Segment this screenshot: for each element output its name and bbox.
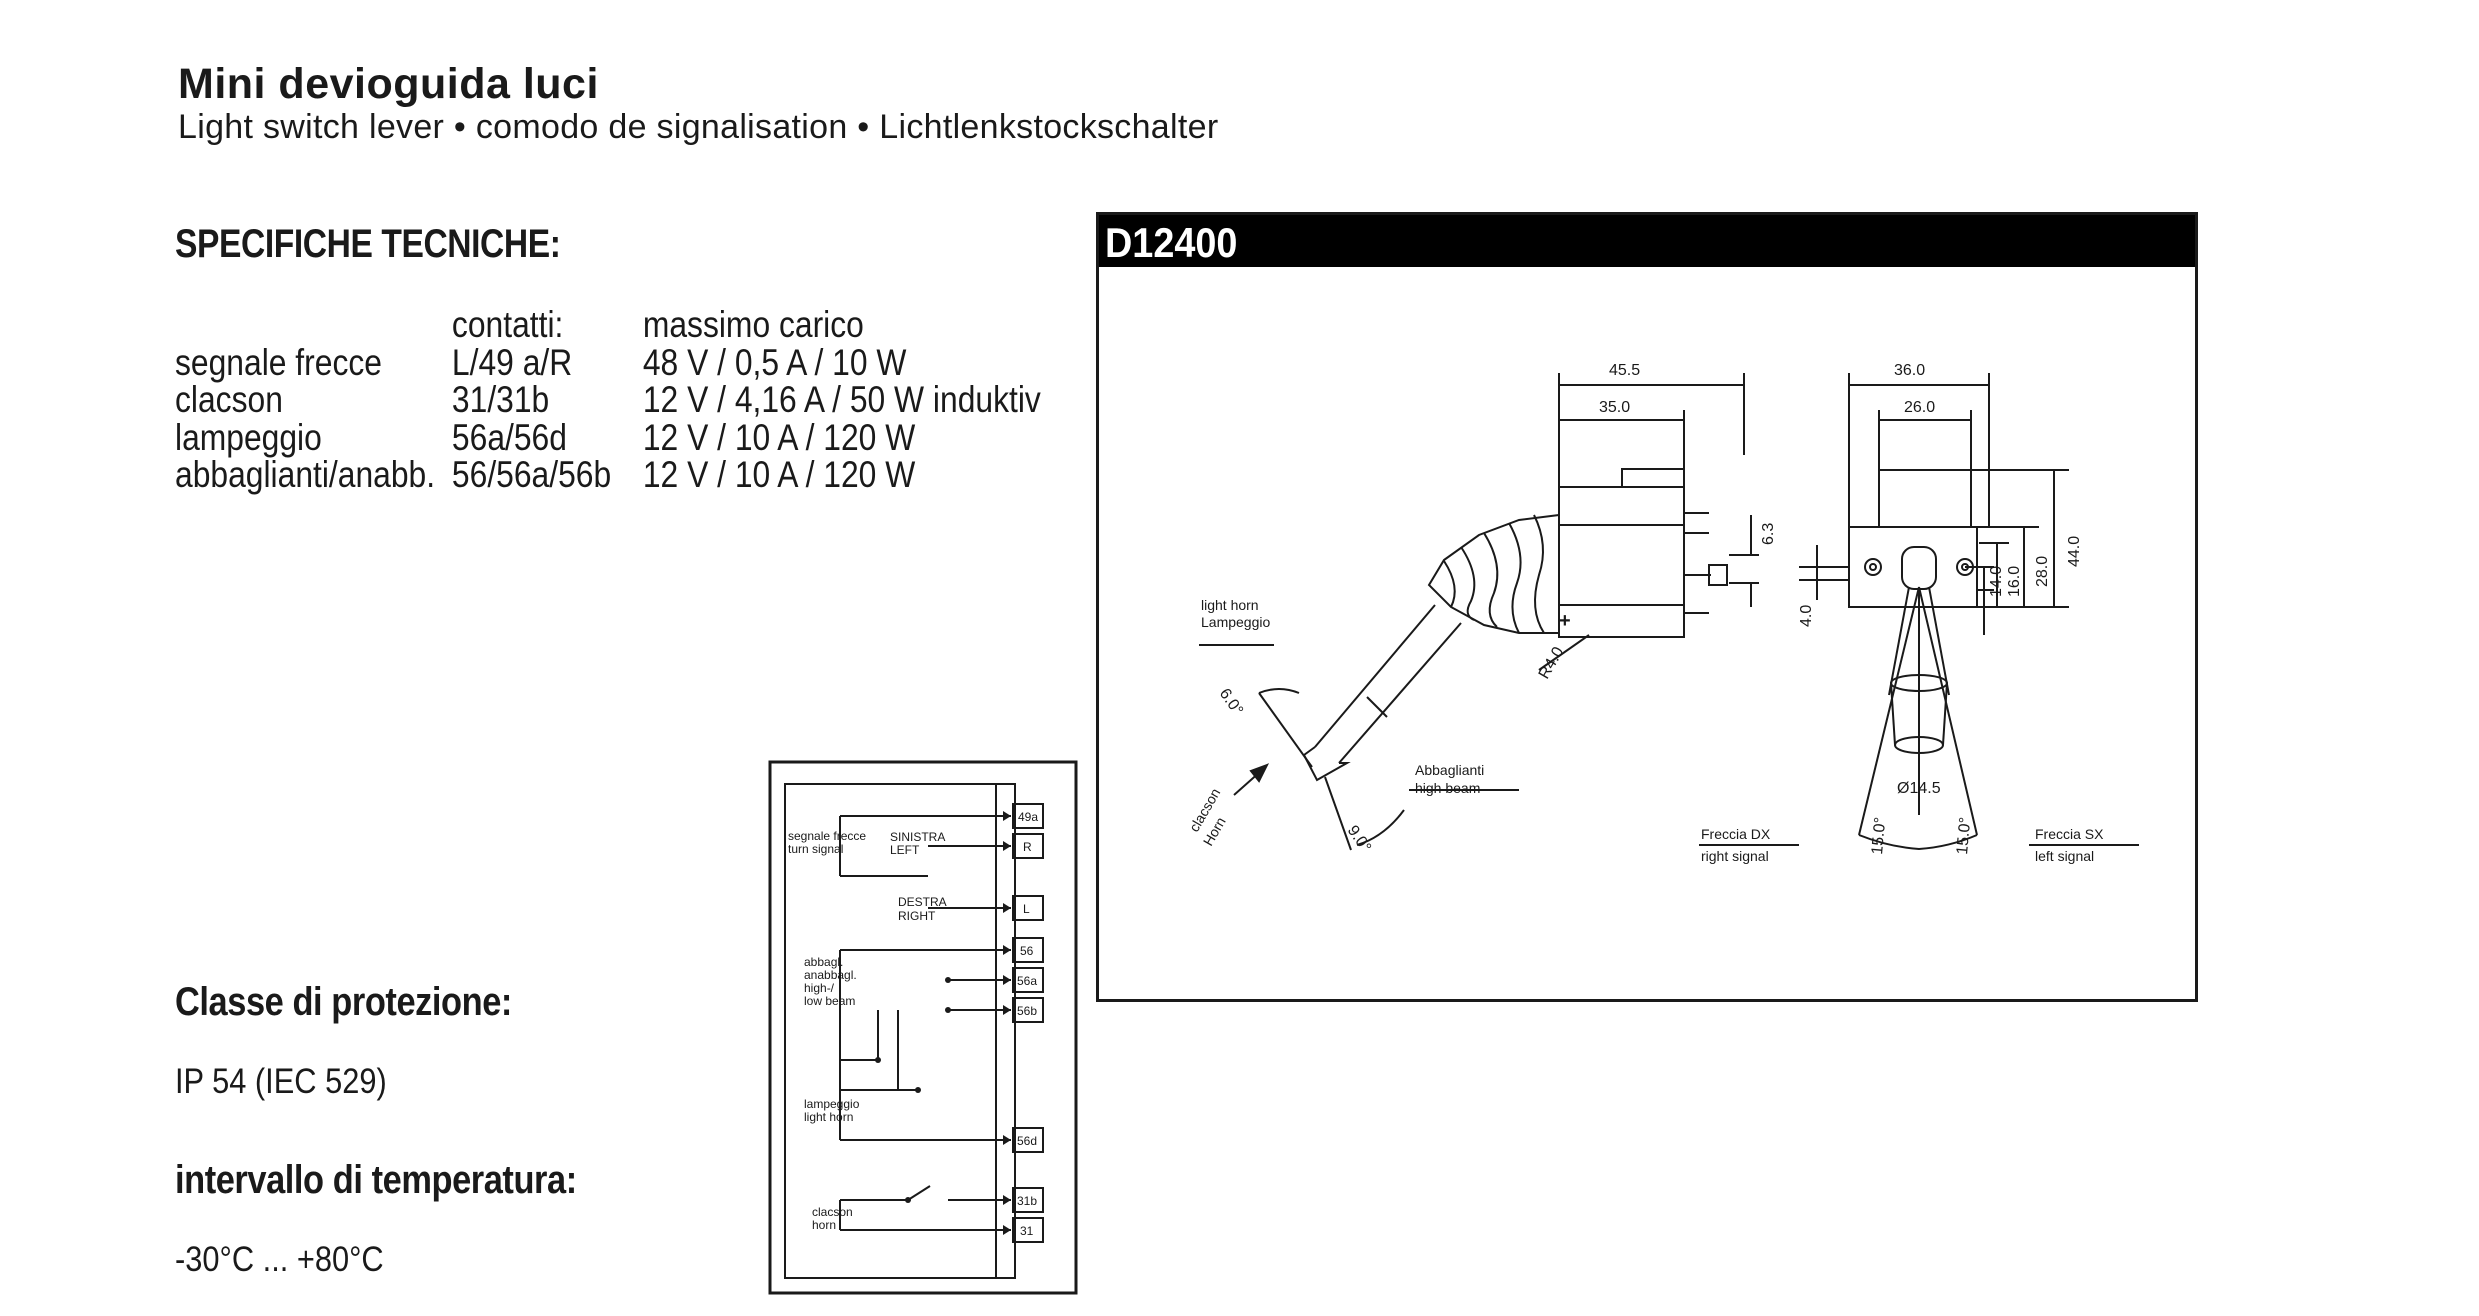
specs-table: contatti: massimo carico segnale frecce … <box>175 306 1041 494</box>
dim-36-0: 36.0 <box>1894 362 1925 379</box>
protection-heading: Classe di protezione: <box>175 980 512 1024</box>
switch-top-lip <box>1621 468 1685 488</box>
wiring-right: RIGHT <box>898 909 936 923</box>
dim-44-0: 44.0 <box>2066 536 2083 567</box>
terminal-31b: 31b <box>1017 1194 1037 1208</box>
terminal-31: 31 <box>1020 1224 1034 1238</box>
label-lampeggio: Lampeggio <box>1201 614 1270 630</box>
spec-name: abbaglianti/anabb. <box>175 454 436 495</box>
label-light-horn: light horn <box>1201 597 1259 613</box>
dim-6-3: 6.3 <box>1760 523 1777 545</box>
label-freccia-sx: Freccia SX <box>2035 826 2104 842</box>
wiring-sinistra: SINISTRA <box>890 830 945 844</box>
wiring-flash-2: light horn <box>804 1110 853 1124</box>
spec-load: 12 V / 4,16 A / 50 W induktiv <box>642 379 1041 420</box>
wiring-beam-2: anabbagl. <box>804 968 857 982</box>
spec-contacts: 56a/56d <box>451 416 567 458</box>
spec-name: clacson <box>175 379 283 420</box>
label-abbaglianti: Abbaglianti <box>1415 762 1484 778</box>
drawing-code: D12400 <box>1105 219 1238 266</box>
wiring-left: LEFT <box>890 843 920 857</box>
label-left-signal: left signal <box>2035 848 2094 864</box>
terminal-56d: 56d <box>1017 1134 1037 1148</box>
terminal-r: R <box>1023 840 1032 854</box>
dim-r4-0: R4.0 <box>1536 644 1568 682</box>
dim-diameter: Ø14.5 <box>1897 780 1941 797</box>
specs-heading: SPECIFICHE TECNICHE: <box>175 222 561 266</box>
dim-16-0: 16.0 <box>2006 566 2023 597</box>
dim-35-0: 35.0 <box>1599 399 1630 416</box>
dim-28-0: 28.0 <box>2034 556 2051 587</box>
dim-4-0: 4.0 <box>1798 605 1815 627</box>
terminal-49a: 49a <box>1018 810 1038 824</box>
drawing-svg: 45.5 35.0 6.3 R4.0 6.0° 9.0° 36.0 26.0 4… <box>1186 362 2139 864</box>
angle-6-0: 6.0° <box>1216 686 1246 719</box>
temperature-value: -30°C ... +80°C <box>175 1240 384 1279</box>
specs-header-row: contatti: massimo carico <box>175 306 1041 344</box>
wiring-horn-2: horn <box>812 1218 836 1232</box>
terminal-56a: 56a <box>1017 974 1037 988</box>
protection-value: IP 54 (IEC 529) <box>175 1062 387 1101</box>
spec-name: segnale frecce <box>175 341 382 383</box>
spec-contacts: L/49 a/R <box>451 341 573 383</box>
label-freccia-dx: Freccia DX <box>1701 826 1771 842</box>
spec-contacts: 31/31b <box>451 379 550 420</box>
specs-row: abbaglianti/anabb. 56/56a/56b 12 V / 10 … <box>175 456 1041 494</box>
wiring-beam-3: high-/ <box>804 981 835 995</box>
wiring-horn-1: clacson <box>812 1205 853 1219</box>
technical-drawing: D12400 <box>1096 212 2198 1002</box>
specs-row: lampeggio 56a/56d 12 V / 10 A / 120 W <box>175 416 1041 458</box>
terminal-56b: 56b <box>1017 1004 1037 1018</box>
page-title: Mini devioguida luci <box>178 60 599 108</box>
plus-mark: + <box>1559 610 1571 632</box>
wiring-destra: DESTRA <box>898 895 947 909</box>
spec-name: lampeggio <box>175 416 322 458</box>
wiring-flash-1: lampeggio <box>804 1097 860 1111</box>
terminal-56: 56 <box>1020 944 1034 958</box>
wiring-beam-1: abbagl. <box>804 955 843 969</box>
wiring-signal-label-en: turn signal <box>788 842 843 856</box>
specs-row: clacson 31/31b 12 V / 4,16 A / 50 W indu… <box>175 381 1041 419</box>
spec-contacts: 56/56a/56b <box>451 454 612 495</box>
temperature-heading: intervallo di temperatura: <box>175 1158 577 1202</box>
dim-14-0: 14.0 <box>1988 566 2005 597</box>
angle-15-left: 15.0° <box>1869 816 1889 855</box>
spec-load: 12 V / 10 A / 120 W <box>642 454 916 495</box>
drawing-header: D12400 <box>1099 215 2195 267</box>
terminal-l: L <box>1023 902 1030 916</box>
spec-load: 48 V / 0,5 A / 10 W <box>642 341 907 383</box>
specs-row: segnale frecce L/49 a/R 48 V / 0,5 A / 1… <box>175 341 1041 383</box>
page-subtitle: Light switch lever • comodo de signalisa… <box>178 108 1219 146</box>
dim-45-5: 45.5 <box>1609 362 1640 379</box>
wiring-diagram: segnale frecce turn signal SINISTRA LEFT… <box>768 760 1078 1295</box>
dim-26-0: 26.0 <box>1904 399 1935 416</box>
col-load: massimo carico <box>642 304 864 345</box>
label-right-signal: right signal <box>1701 848 1769 864</box>
spec-load: 12 V / 10 A / 120 W <box>642 416 916 458</box>
switch-body <box>1558 486 1685 638</box>
angle-9-0: 9.0° <box>1344 823 1374 856</box>
angle-15-right: 15.0° <box>1954 816 1974 855</box>
label-high-beam: high beam <box>1415 780 1480 796</box>
wiring-signal-label: segnale frecce <box>788 829 866 843</box>
wiring-beam-4: low beam <box>804 994 855 1008</box>
col-contacts: contatti: <box>451 304 564 345</box>
